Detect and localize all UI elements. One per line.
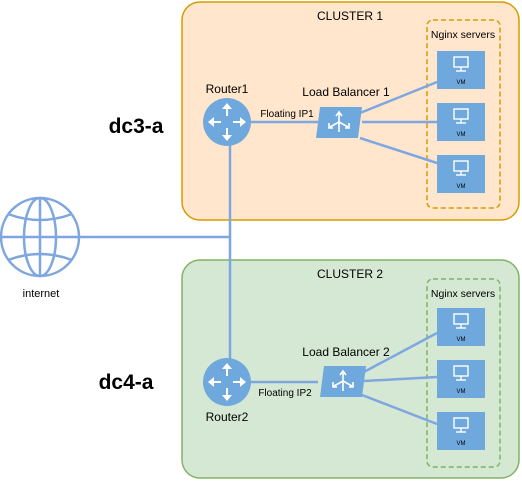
connections [80, 80, 438, 426]
router-2-icon [203, 358, 251, 406]
monitor-icon [453, 108, 469, 124]
lb2-vm1-link [361, 331, 438, 375]
lb1-vm3-link [359, 136, 438, 165]
cluster-2-title: CLUSTER 2 [317, 267, 383, 281]
vm-1-3: VM [437, 155, 485, 193]
monitor-icon [453, 313, 469, 329]
vm-2-2: VM [437, 360, 485, 398]
svg-text:VM: VM [457, 337, 466, 343]
globe-icon [0, 196, 81, 278]
svg-text:VM: VM [457, 80, 466, 86]
monitor-icon [453, 160, 469, 176]
monitor-icon [453, 365, 469, 381]
dc3-label: dc3-a [109, 115, 164, 138]
lb1-vm1-link [359, 80, 438, 115]
load-balancer-2-label: Load Balancer 2 [302, 345, 390, 359]
lb2-vm2-link [363, 375, 438, 383]
lb2-vm3-link [361, 393, 438, 426]
cluster-1-title: CLUSTER 1 [317, 9, 383, 23]
load-balancer-1-label: Load Balancer 1 [302, 85, 390, 99]
vm-1-1: VM [437, 51, 485, 89]
internet-label: internet [23, 288, 60, 300]
monitor-icon [453, 56, 469, 72]
svg-text:VM: VM [457, 441, 466, 447]
floating-ip-2-label: Floating IP2 [258, 388, 312, 399]
router-1-icon [203, 98, 251, 146]
nginx-group-2-label: Nginx servers [431, 288, 495, 300]
load-balancer-1-icon [316, 107, 362, 138]
load-balancer-2-icon [320, 366, 366, 397]
dc4-label: dc4-a [99, 371, 154, 394]
router-1-label: Router1 [206, 82, 249, 96]
vm-1-2: VM [437, 103, 485, 141]
nginx-group-1-label: Nginx servers [431, 29, 495, 41]
svg-text:VM: VM [457, 389, 466, 395]
vm-2-1: VM [437, 308, 485, 346]
svg-text:VM: VM [457, 132, 466, 138]
router-2-label: Router2 [206, 410, 249, 424]
floating-ip-1-label: Floating IP1 [260, 109, 314, 120]
svg-text:VM: VM [457, 184, 466, 190]
monitor-icon [453, 417, 469, 433]
vm-2-3: VM [437, 412, 485, 450]
